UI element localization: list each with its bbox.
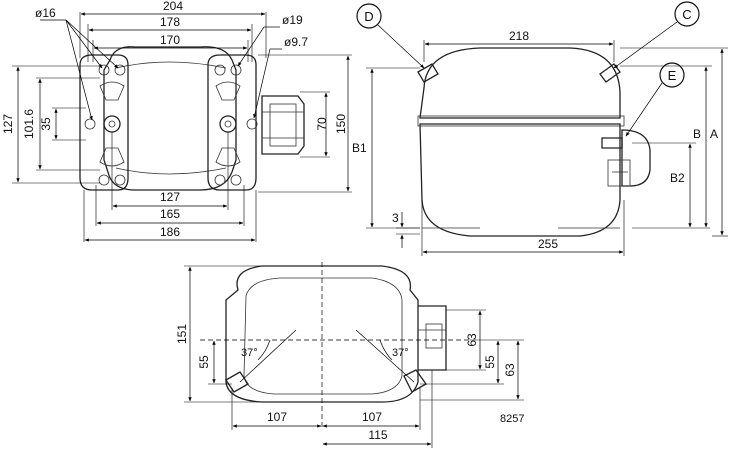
callout-d-label: D — [364, 9, 373, 24]
callout-e-label: E — [668, 68, 677, 83]
front-dim-70: 70 — [315, 117, 329, 131]
top-angle-left: 37° — [241, 347, 258, 359]
callout-d — [356, 3, 382, 29]
front-dim-178: 178 — [160, 15, 180, 29]
front-dim-186: 186 — [160, 225, 180, 239]
top-view: 37° 37° 151 55 63 55 63 107 107 — [175, 262, 524, 448]
top-dim-107-left: 107 — [267, 410, 287, 424]
front-dim-dia9-7: ø9.7 — [284, 35, 308, 49]
front-dim-dia16: ø16 — [35, 6, 56, 20]
callout-c — [674, 1, 700, 27]
front-dim-127-horizontal: 127 — [160, 190, 180, 204]
front-dim-150: 150 — [334, 114, 348, 134]
front-view: 204 178 170 ø16 ø19 ø9.7 127 101.6 — [1, 0, 352, 242]
side-view: D C E 218 B1 3 255 B2 — [352, 1, 728, 256]
top-dim-55-right: 55 — [483, 355, 497, 369]
front-dim-127-vertical: 127 — [1, 114, 15, 134]
front-dim-35: 35 — [39, 117, 53, 131]
callout-e — [659, 62, 685, 88]
side-dim-255: 255 — [538, 237, 558, 251]
front-dim-165: 165 — [160, 207, 180, 221]
top-angle-right: 37° — [392, 347, 409, 359]
top-dim-107-right: 107 — [362, 410, 382, 424]
front-dim-101-6: 101.6 — [22, 109, 36, 139]
side-dim-a: A — [710, 127, 718, 141]
top-dim-115: 115 — [368, 428, 387, 442]
drawing-number: 8257 — [500, 413, 524, 425]
side-dim-b: B — [693, 127, 701, 141]
callout-c-label: C — [682, 7, 691, 22]
front-dim-204: 204 — [163, 0, 183, 13]
side-dim-b2: B2 — [670, 171, 685, 185]
side-dim-b1: B1 — [352, 141, 367, 155]
top-dim-55-left: 55 — [197, 355, 211, 369]
front-dim-dia19: ø19 — [282, 13, 303, 27]
front-dim-170: 170 — [160, 33, 180, 47]
top-dim-63-right: 63 — [503, 363, 517, 377]
side-dim-218: 218 — [509, 29, 529, 43]
top-dim-151: 151 — [175, 324, 189, 344]
side-dim-3: 3 — [392, 211, 399, 225]
